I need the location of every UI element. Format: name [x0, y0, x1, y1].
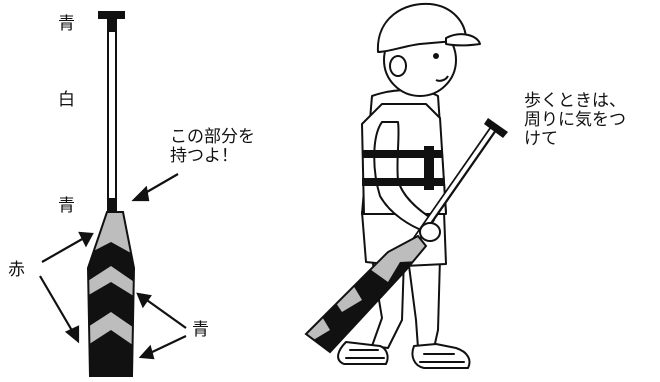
- grip-note-line-1: この部分を: [170, 127, 255, 147]
- carried-paddle-grip: [484, 118, 508, 138]
- child-mouth: [435, 75, 449, 82]
- walking-note: 歩くときは、 周りに気をつ けて: [524, 92, 626, 149]
- grip-note: この部分を 持つよ！: [170, 128, 255, 166]
- child-hand: [419, 222, 441, 242]
- blue-arrow-upper: [143, 297, 187, 329]
- red-arrow-lower: [39, 275, 75, 335]
- paddle-arrows: [39, 173, 187, 360]
- label-white: 白: [58, 90, 75, 110]
- red-arrowhead-lower: [64, 325, 80, 344]
- label-bottom-blue: 青: [192, 320, 209, 340]
- child-cap-brim: [445, 33, 481, 47]
- walking-note-line-1: 歩くときは、: [524, 91, 626, 111]
- grip-note-line-2: 持つよ！: [170, 146, 238, 166]
- child-cap: [376, 2, 467, 53]
- child-eye: [433, 53, 439, 59]
- blue-arrow-lower: [147, 335, 187, 355]
- blue-arrowhead-lower: [138, 344, 155, 360]
- label-lower-blue: 青: [58, 196, 75, 216]
- walking-note-line-2: 周りに気をつ: [524, 110, 626, 130]
- vest-stripes: [362, 146, 444, 190]
- label-top-blue: 青: [58, 14, 75, 34]
- standing-paddle: [86, 11, 136, 377]
- paddle-shaft-white: [107, 30, 117, 200]
- child-front-shoe: [411, 343, 471, 369]
- blue-arrowhead-upper: [136, 292, 152, 309]
- paddle-grip-top: [98, 11, 125, 19]
- paddle-shaft-blue: [107, 198, 117, 214]
- child-front-leg: [407, 257, 441, 349]
- red-arrowhead-upper: [78, 231, 94, 248]
- child-back-shoe: [337, 341, 389, 365]
- red-arrow-upper: [41, 237, 85, 263]
- label-red: 赤: [8, 260, 25, 280]
- paddle-grip-neck: [107, 19, 117, 31]
- grip-arrowhead: [131, 185, 150, 202]
- child-ear: [389, 55, 407, 77]
- walking-note-line-3: けて: [524, 129, 558, 149]
